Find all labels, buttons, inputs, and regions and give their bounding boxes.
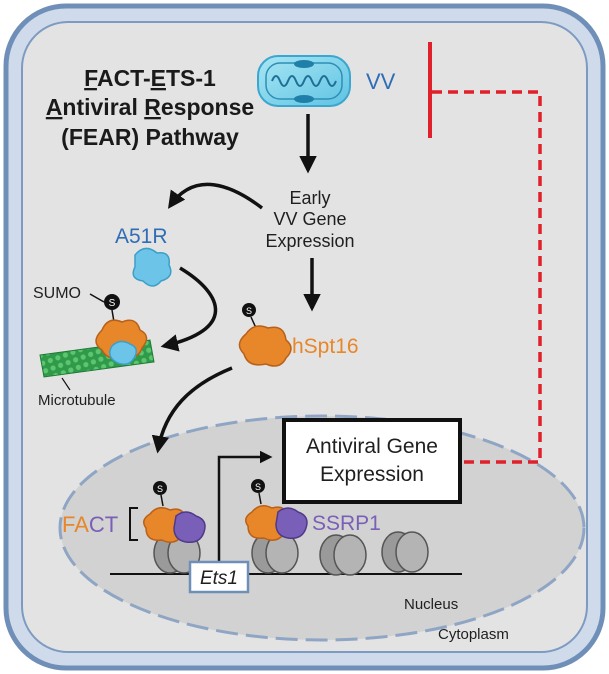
nucleus-label: Nucleus bbox=[404, 596, 458, 613]
fact-bracket bbox=[129, 507, 138, 541]
early-expression-line-1: Early bbox=[289, 188, 330, 208]
arrow-expression-to-a51r bbox=[168, 182, 264, 210]
nucleosome-2-icon bbox=[251, 532, 299, 574]
ets1-gene-box: Ets1 bbox=[188, 560, 250, 594]
arrow-a51r-to-microtubule bbox=[160, 266, 218, 352]
antiviral-box-line-1: Antiviral Gene bbox=[306, 435, 438, 458]
ssrp1-sumo-badge-icon: S bbox=[251, 479, 265, 493]
nucleosome-3-icon bbox=[319, 534, 367, 576]
vv-label: VV bbox=[366, 69, 396, 94]
pathway-title: FACT-ETS-1 Antiviral Response (FEAR) Pat… bbox=[46, 65, 254, 150]
inhibition-path bbox=[428, 42, 542, 464]
title-line-1: FACT-ETS-1 bbox=[84, 65, 216, 91]
ssrp1-complex-icon bbox=[245, 505, 308, 541]
ssrp1-badge-letter: S bbox=[255, 482, 261, 492]
sumo-badge-icon: S bbox=[104, 294, 120, 310]
microtubule-label: Microtubule bbox=[38, 392, 116, 409]
fact-badge-letter: S bbox=[157, 484, 163, 494]
a51r-label: A51R bbox=[115, 225, 168, 248]
sumo-connector bbox=[89, 293, 105, 303]
ssrp1-label: SSRP1 bbox=[312, 512, 381, 535]
sumo-label: SUMO bbox=[33, 285, 81, 302]
hspt16-badge-letter: S bbox=[246, 306, 252, 316]
hspt16-sumo-badge-icon: S bbox=[242, 303, 256, 317]
title-line-2: Antiviral Response bbox=[46, 94, 254, 120]
sumo-badge-letter: S bbox=[109, 298, 116, 309]
title-line-3: (FEAR) Pathway bbox=[61, 124, 239, 150]
hspt16-bound-microtubule-icon bbox=[95, 319, 148, 365]
antiviral-expression-box: Antiviral Gene Expression bbox=[282, 418, 462, 504]
nucleosome-1-icon bbox=[153, 532, 201, 574]
fact-label: FACT bbox=[62, 512, 118, 537]
cytoplasm-label: Cytoplasm bbox=[438, 626, 509, 643]
early-expression-line-3: Expression bbox=[265, 231, 354, 251]
hspt16-protein-icon bbox=[238, 325, 292, 367]
nucleosome-4-icon bbox=[381, 531, 429, 573]
arrow-ets1-transcription bbox=[217, 450, 273, 572]
vaccinia-virus-icon bbox=[257, 55, 351, 107]
early-expression-line-2: VV Gene bbox=[273, 209, 346, 229]
ets1-label: Ets1 bbox=[200, 568, 238, 589]
fact-complex-icon bbox=[143, 507, 206, 544]
hspt16-label: hSpt16 bbox=[292, 335, 359, 358]
antiviral-box-line-2: Expression bbox=[320, 463, 424, 486]
arrow-hspt16-to-nucleus bbox=[151, 366, 233, 454]
a51r-protein-icon bbox=[132, 247, 172, 287]
fact-sumo-badge-icon: S bbox=[153, 481, 167, 495]
